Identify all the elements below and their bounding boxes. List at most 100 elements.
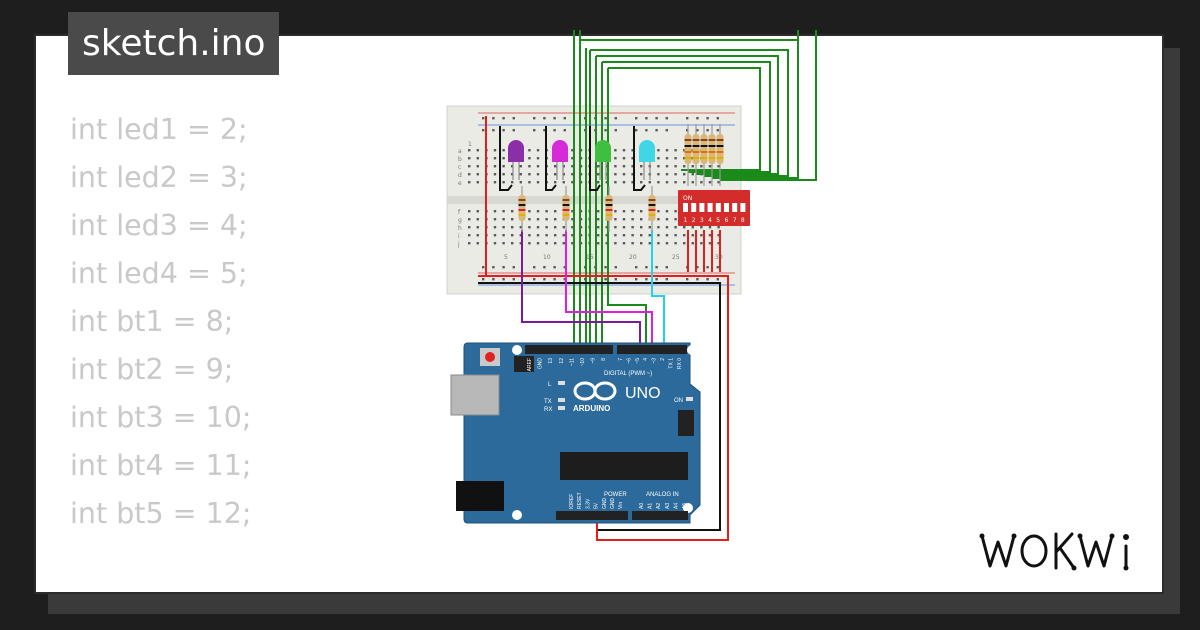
bb-hole <box>631 181 634 184</box>
dip-toggle[interactable] <box>740 203 746 212</box>
bb-col-number: 20 <box>629 254 637 261</box>
bb-hole <box>571 181 574 184</box>
bb-hole <box>614 157 617 160</box>
bb-hole <box>536 157 540 160</box>
bb-hole <box>502 210 505 213</box>
bb-hole <box>597 218 600 221</box>
bb-hole <box>468 165 471 168</box>
code-line: int led4 = 5; <box>70 257 248 290</box>
bb-rail-hole <box>533 117 536 120</box>
bb-rail-hole <box>533 129 536 132</box>
bb-hole <box>691 181 694 184</box>
bb-hole <box>717 226 720 229</box>
bb-hole <box>674 218 677 221</box>
bb-hole <box>674 149 677 152</box>
bb-hole <box>476 242 479 245</box>
digital-pin-label: 7 <box>618 358 624 361</box>
arduino-uno[interactable]: UNO ARDUINO DIGITAL (PWM ~) POWER ANALOG… <box>450 342 701 524</box>
bb-rail-hole <box>492 129 495 132</box>
bb-hole <box>631 149 634 152</box>
bb-hole <box>597 181 600 184</box>
bb-hole <box>493 218 497 221</box>
resistor-band <box>708 145 716 147</box>
digital-pin-label: 13 <box>548 358 554 364</box>
bb-hole <box>511 210 514 213</box>
bb-hole <box>597 234 600 237</box>
bb-rail-hole <box>686 129 689 132</box>
power-pin-label: 3.3V <box>585 498 591 509</box>
bb-rail-hole <box>665 278 668 281</box>
dip-toggle[interactable] <box>715 203 721 212</box>
resistor-band <box>648 204 656 206</box>
bb-row-letter: d <box>458 172 462 179</box>
bb-rail-hole <box>716 129 719 132</box>
bb-hole <box>622 157 626 160</box>
bb-hole <box>683 234 686 237</box>
digital-pin-label: 8 <box>601 358 607 361</box>
led[interactable] <box>595 140 611 162</box>
dip-toggle[interactable] <box>691 203 697 212</box>
resistor-band <box>605 214 613 216</box>
bb-rail-hole <box>614 266 617 269</box>
resistor-band <box>518 209 526 211</box>
bb-hole <box>511 226 514 229</box>
dip-toggle[interactable] <box>683 203 688 212</box>
bb-hole <box>511 234 514 237</box>
bb-hole <box>717 165 720 168</box>
bb-hole <box>674 234 677 237</box>
bb-hole <box>648 226 651 229</box>
bb-hole <box>528 210 531 213</box>
bb-hole <box>476 226 479 229</box>
dip-toggle[interactable] <box>699 203 705 212</box>
bb-hole <box>708 226 712 229</box>
l-led-label: L <box>548 382 552 388</box>
bb-hole <box>468 157 471 160</box>
resistor-band <box>648 214 656 216</box>
bb-hole <box>519 165 522 168</box>
bb-hole <box>614 226 617 229</box>
bb-hole <box>683 242 686 245</box>
digital-pin-label: 2 <box>660 358 666 361</box>
bb-hole <box>536 173 540 176</box>
bb-hole <box>562 226 565 229</box>
bb-row-letter: g <box>458 217 462 224</box>
dip-toggle[interactable] <box>707 203 713 212</box>
bb-hole <box>511 218 514 221</box>
bb-hole <box>502 165 505 168</box>
bb-hole <box>468 181 471 184</box>
bb-hole <box>691 165 694 168</box>
bb-rail-hole <box>502 266 505 269</box>
bb-row-letter: a <box>458 148 462 155</box>
resistor <box>700 134 708 164</box>
bb-hole <box>648 242 651 245</box>
bb-hole <box>554 234 557 237</box>
bb-hole <box>528 242 531 245</box>
dip-toggle[interactable] <box>724 203 729 212</box>
digital-pin-label: AREF <box>527 358 533 371</box>
led[interactable] <box>552 140 568 162</box>
bb-hole <box>468 242 471 245</box>
dip-toggle[interactable] <box>732 203 738 212</box>
bb-hole <box>631 242 634 245</box>
digital-pin-label: ~9 <box>591 358 597 364</box>
bb-hole <box>631 157 634 160</box>
file-title-tab[interactable]: sketch.ino <box>68 12 280 75</box>
bb-hole <box>622 210 626 213</box>
analog-pin-label: A3 <box>665 503 671 509</box>
bb-hole <box>700 242 703 245</box>
bb-rail-hole <box>686 117 689 120</box>
bb-hole <box>683 181 686 184</box>
bb-hole <box>605 234 608 237</box>
led[interactable] <box>639 140 655 162</box>
bb-rail-hole <box>533 278 536 281</box>
bb-hole <box>493 157 497 160</box>
bb-hole <box>691 226 694 229</box>
bb-row-letter: c <box>458 164 461 171</box>
bb-rail-hole <box>482 117 485 120</box>
bb-hole <box>657 181 660 184</box>
bb-hole <box>614 149 617 152</box>
bb-hole <box>571 226 574 229</box>
led[interactable] <box>508 140 524 162</box>
wokwi-logo[interactable] <box>976 524 1152 576</box>
